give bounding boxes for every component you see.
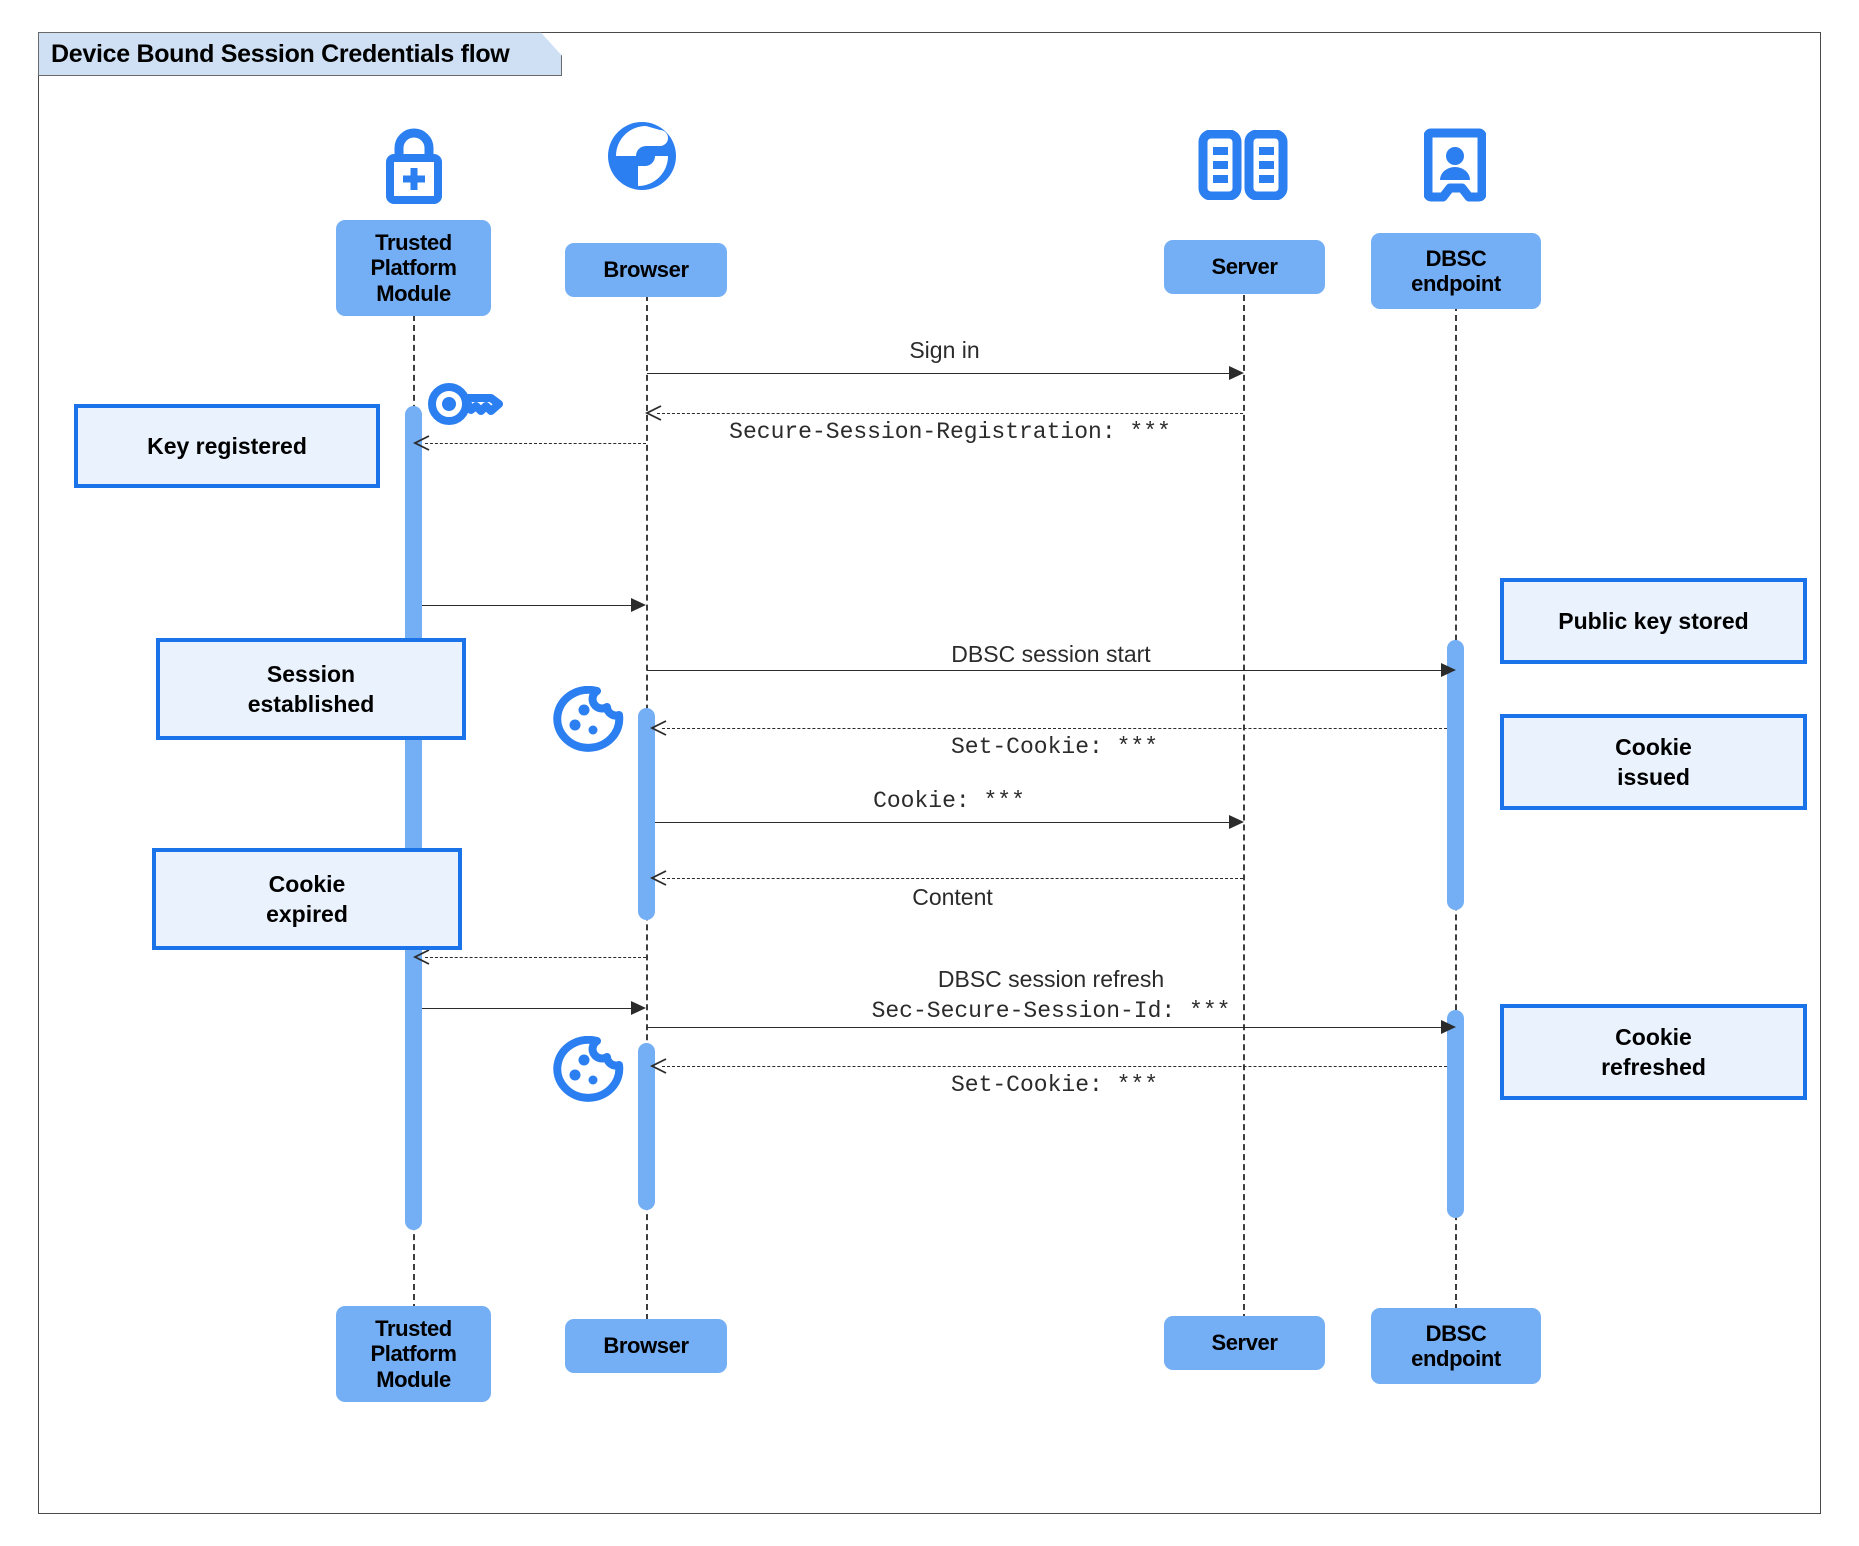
message-label-m12: Set-Cookie: *** [950, 1072, 1159, 1098]
activation-bar-dbsc-1 [1447, 640, 1464, 910]
participant-server-bottom[interactable]: Server [1164, 1316, 1325, 1370]
note-session-established: Session established [156, 638, 466, 740]
note-text-line: Cookie [268, 870, 346, 897]
participant-tpm-top[interactable]: Trusted Platform Module [336, 220, 491, 316]
note-text-line: Session [266, 660, 356, 687]
participant-server-top[interactable]: Server [1164, 240, 1325, 294]
participant-label-line: Module [376, 280, 451, 306]
message-arrowhead-m12 [649, 1058, 667, 1075]
note-key-registered: Key registered [74, 404, 380, 488]
message-arrowhead-m9 [412, 949, 430, 966]
note-text-line: refreshed [1601, 1054, 1706, 1080]
activation-bar-browser-1 [638, 708, 655, 920]
note-cookie-issued: Cookie issued [1500, 714, 1807, 810]
cookie-icon [553, 685, 625, 757]
message-line-m1 [647, 373, 1229, 374]
server-rack-icon [1197, 129, 1289, 205]
note-cookie-refreshed: Cookie refreshed [1500, 1004, 1807, 1100]
note-text-line: Cookie [1615, 1023, 1692, 1050]
note-text-line: issued [1617, 764, 1690, 790]
message-line-m2 [657, 413, 1243, 414]
diagram-title: Device Bound Session Credentials flow [38, 32, 562, 76]
message-line-m11 [647, 1027, 1443, 1028]
message-line-m9 [425, 957, 646, 958]
message-line-m3 [425, 443, 646, 444]
participant-label-line: endpoint [1411, 1346, 1501, 1371]
participant-label-line: DBSC [1425, 245, 1487, 271]
activation-bar-dbsc-2 [1447, 1010, 1464, 1218]
note-public-key-stored: Public key stored [1500, 578, 1807, 664]
message-line-m7 [655, 822, 1229, 823]
participant-label-line: Server [1211, 254, 1278, 280]
note-text-line: Cookie [1615, 733, 1692, 760]
message-line-m6 [662, 728, 1447, 729]
note-cookie-expired: Cookie expired [152, 848, 462, 950]
activation-bar-tpm [405, 406, 422, 1230]
participant-browser-top[interactable]: Browser [565, 243, 727, 297]
participant-label-line: Trusted [375, 230, 452, 256]
participant-label-line: Browser [603, 257, 689, 283]
id-badge-icon [1423, 128, 1487, 207]
message-arrowhead-m8 [649, 870, 667, 887]
cookie-icon [553, 1035, 625, 1107]
message-arrowhead-m6 [649, 720, 667, 737]
message-label-m11-line1: DBSC session refresh [937, 966, 1165, 992]
participant-label-line: Module [376, 1366, 451, 1392]
participant-label-line: Platform [370, 255, 457, 281]
message-arrowhead-m7 [1229, 815, 1244, 829]
message-line-m12 [662, 1066, 1447, 1067]
message-arrowhead-m11 [1441, 1020, 1456, 1034]
participant-label-line: Platform [370, 1341, 457, 1367]
message-label-m8: Content [912, 884, 993, 910]
message-arrowhead-m3 [412, 435, 430, 452]
participant-label-line: endpoint [1411, 271, 1501, 296]
participant-dbsc-bottom[interactable]: DBSC endpoint [1371, 1308, 1541, 1384]
message-line-m5 [647, 670, 1443, 671]
note-text-line: Key registered [147, 432, 307, 459]
key-icon [427, 380, 503, 433]
message-label-m7: Cookie: *** [873, 788, 1025, 814]
message-label-m11-line2: Sec-Secure-Session-Id: *** [871, 998, 1231, 1024]
participant-dbsc-top[interactable]: DBSC endpoint [1371, 233, 1541, 309]
activation-bar-browser-2 [638, 1043, 655, 1210]
participant-tpm-bottom[interactable]: Trusted Platform Module [336, 1306, 491, 1402]
participant-label-line: DBSC [1425, 1320, 1487, 1346]
message-label-m1: Sign in [909, 337, 980, 363]
message-arrowhead-m5 [1441, 663, 1456, 677]
participant-label-line: Trusted [375, 1316, 452, 1342]
lifeline-server [1243, 255, 1245, 1320]
message-label-m5: DBSC session start [951, 641, 1151, 667]
message-label-m6: Set-Cookie: *** [950, 734, 1159, 760]
lock-plus-icon [372, 124, 456, 209]
message-line-m10 [422, 1008, 638, 1009]
message-label-m2: Secure-Session-Registration: *** [729, 419, 1171, 445]
participant-label-line: Browser [603, 1333, 689, 1359]
message-line-m8 [662, 878, 1243, 879]
message-arrowhead-m10 [631, 1001, 646, 1015]
globe-icon [602, 118, 682, 199]
note-text-line: expired [266, 901, 348, 927]
message-arrowhead-m2 [644, 405, 662, 422]
message-arrowhead-m1 [1229, 366, 1244, 380]
participant-browser-bottom[interactable]: Browser [565, 1319, 727, 1373]
message-line-m4 [422, 605, 638, 606]
participant-label-line: Server [1211, 1330, 1278, 1356]
note-text-line: established [247, 691, 375, 717]
note-text-line: Public key stored [1558, 607, 1749, 634]
message-arrowhead-m4 [631, 598, 646, 612]
